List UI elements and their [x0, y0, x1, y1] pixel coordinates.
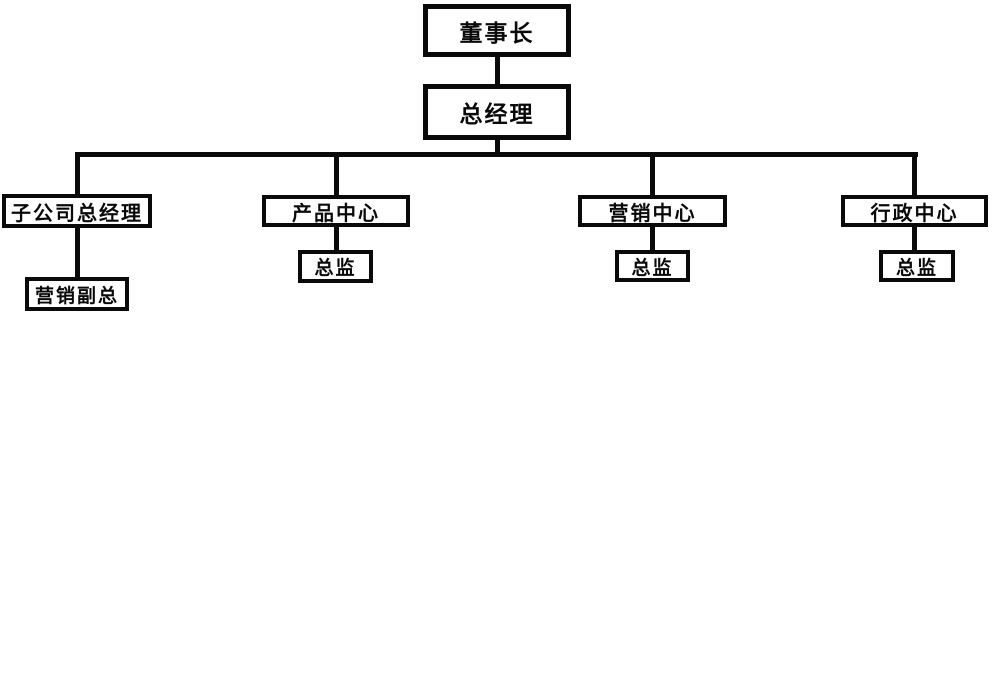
node-admin-center: 行政中心 [841, 195, 988, 227]
connector-admin-center-director [912, 226, 917, 251]
connector-marketing-center-director [650, 226, 655, 251]
node-admin-director: 总监 [879, 250, 955, 282]
connector-subsidiary-gm-marketing-vp [75, 227, 80, 278]
node-marketing-center: 营销中心 [578, 195, 727, 227]
connector-chairman-gm [495, 56, 500, 85]
connector-gm-bus [495, 139, 500, 154]
connector-product-center-director [334, 226, 339, 251]
node-product-director: 总监 [298, 250, 373, 283]
connector-horizontal-bus [75, 152, 918, 157]
connector-bus-product-center [334, 152, 339, 196]
node-marketing-director: 总监 [615, 250, 690, 282]
node-general-manager: 总经理 [423, 84, 571, 140]
node-subsidiary-gm: 子公司总经理 [2, 194, 152, 228]
node-product-center: 产品中心 [262, 195, 410, 227]
node-chairman: 董事长 [423, 4, 571, 57]
connector-bus-admin-center [912, 152, 917, 196]
connector-bus-marketing-center [650, 152, 655, 196]
connector-bus-subsidiary-gm [75, 152, 80, 195]
node-marketing-vp: 营销副总 [25, 277, 129, 311]
